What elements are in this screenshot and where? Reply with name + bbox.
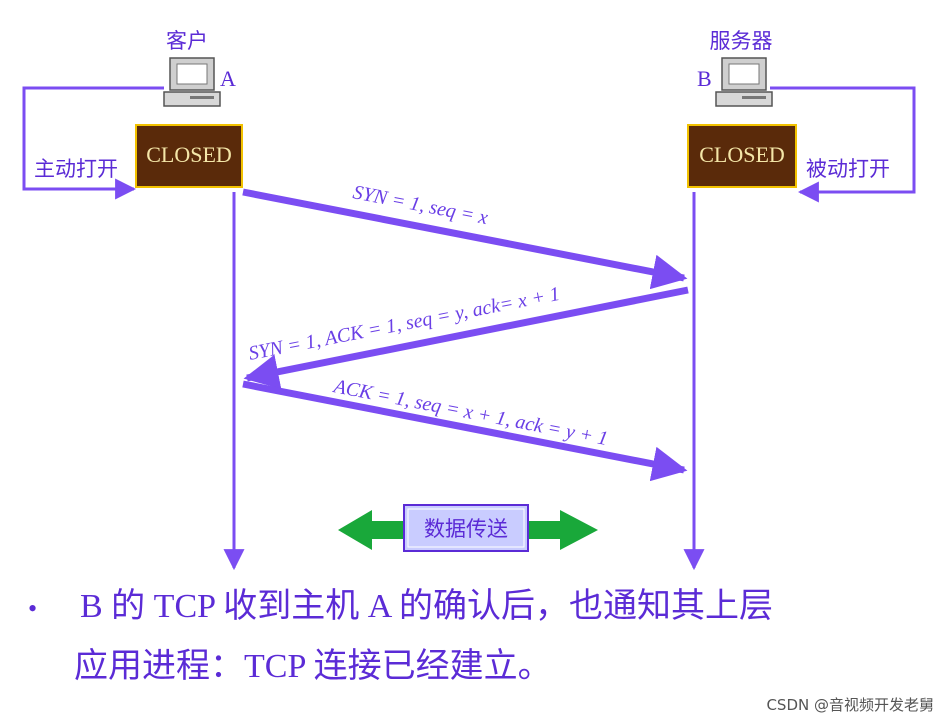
data-transfer-label: 数据传送 (424, 517, 508, 541)
client-computer-icon (163, 57, 221, 107)
server-open-loop-arrow (770, 86, 916, 203)
server-state-box: CLOSED (687, 124, 797, 188)
server-title: 服务器 (710, 29, 773, 53)
ack-arrow (242, 380, 688, 482)
syn-ack-arrow (243, 286, 689, 389)
client-action-label: 主动打开 (34, 157, 118, 181)
syn-message-label: SYN = 1, seq = x (351, 181, 490, 229)
client-letter: A (220, 66, 236, 91)
watermark: CSDN @音视频开发老舅 (766, 696, 934, 714)
syn-arrow (242, 188, 688, 290)
server-computer-icon (715, 57, 773, 107)
client-open-loop-arrow (22, 86, 164, 200)
client-state-box: CLOSED (135, 124, 243, 188)
server-state-label: CLOSED (699, 142, 785, 167)
server-letter: B (697, 66, 712, 91)
client-title: 客户 (166, 29, 208, 53)
caption-bullet: • (28, 594, 38, 624)
client-state-label: CLOSED (146, 142, 232, 167)
caption: • B 的 TCP 收到主机 A 的确认后，也通知其上层 应用进程：TCP 连接已… (28, 578, 928, 696)
caption-line-1: B 的 TCP 收到主机 A 的确认后，也通知其上层 (80, 588, 773, 625)
caption-line-2: 应用进程：TCP 连接已经建立。 (74, 648, 552, 686)
server-action-label: 被动打开 (806, 157, 890, 181)
data-transfer-box: 数据传送 (403, 504, 529, 552)
